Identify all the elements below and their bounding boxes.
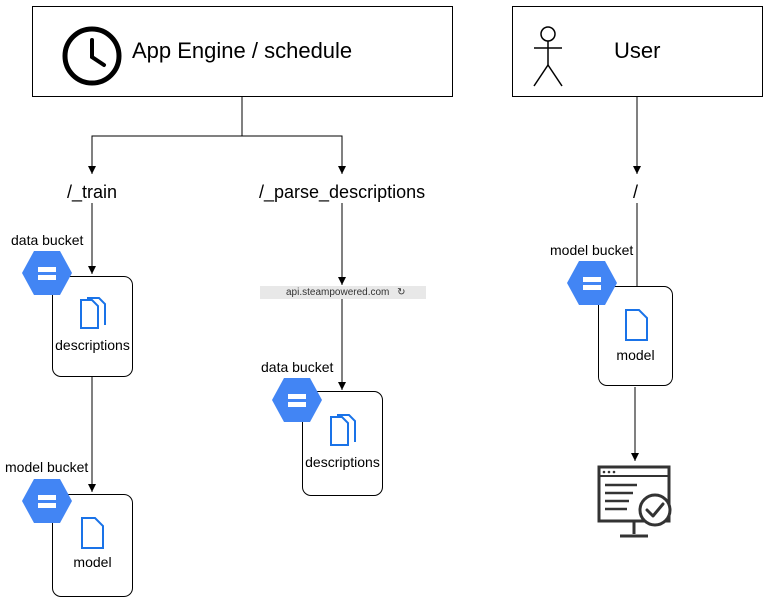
descriptions-label: descriptions xyxy=(305,454,380,470)
app-engine-title: App Engine / schedule xyxy=(132,38,353,63)
stick-figure-icon xyxy=(533,26,563,87)
user-node: User xyxy=(512,6,763,97)
api-url-bar: api.steampowered.com ↻ xyxy=(260,286,426,299)
document-icon xyxy=(625,309,648,341)
descriptions-label: descriptions xyxy=(55,337,130,353)
model-card: model xyxy=(598,286,673,386)
documents-icon xyxy=(80,297,106,329)
monitor-check-icon xyxy=(597,465,672,538)
user-title: User xyxy=(614,38,661,63)
storage-bucket-icon xyxy=(22,251,72,295)
storage-bucket-icon xyxy=(567,261,617,305)
route-parse-descriptions: /_parse_descriptions xyxy=(259,182,426,202)
api-url-text: api.steampowered.com xyxy=(286,287,390,298)
storage-bucket-icon xyxy=(272,378,322,422)
data-bucket-label: data bucket xyxy=(261,359,334,375)
clock-icon xyxy=(62,26,122,86)
documents-icon xyxy=(330,414,356,446)
reload-icon: ↻ xyxy=(397,287,406,298)
model-label: model xyxy=(73,554,112,570)
route-root: / xyxy=(633,182,639,202)
model-bucket-label: model bucket xyxy=(550,242,634,258)
storage-bucket-icon xyxy=(22,479,72,523)
connector-appengine-trunk xyxy=(88,97,243,174)
model-card: model xyxy=(52,494,133,597)
model-bucket-label: model bucket xyxy=(5,459,89,475)
route-train: /_train xyxy=(67,182,118,202)
data-bucket-label: data bucket xyxy=(11,232,84,248)
app-engine-node: App Engine / schedule xyxy=(32,6,453,97)
document-icon xyxy=(81,517,104,549)
model-label: model xyxy=(616,347,655,363)
connector-appengine-parse xyxy=(242,135,346,174)
descriptions-card: descriptions xyxy=(52,276,133,377)
